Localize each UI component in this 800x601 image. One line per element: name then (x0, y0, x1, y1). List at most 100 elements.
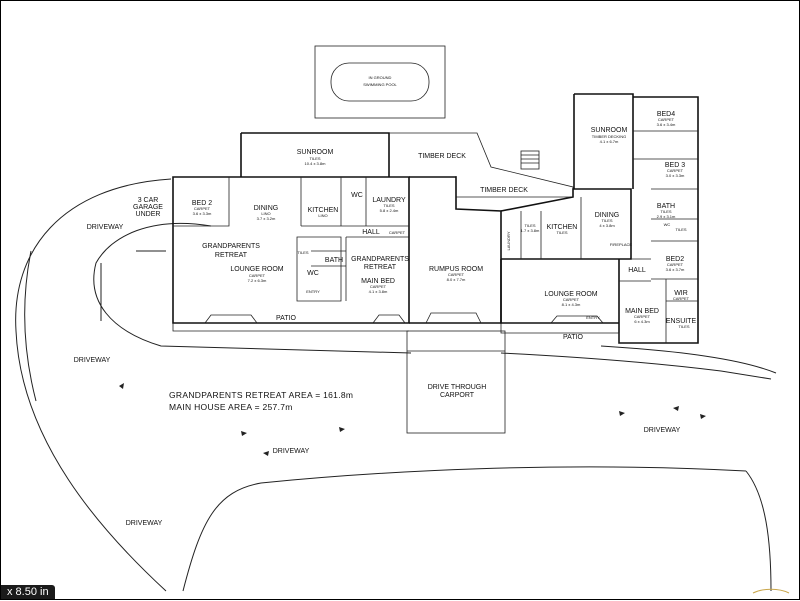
tiles-right-label: TILES (675, 227, 686, 232)
wir-floor: CARPET (673, 296, 690, 301)
carport-label-2: CARPORT (440, 392, 475, 399)
lounge-right-label: LOUNGE ROOM (544, 291, 597, 298)
bed2-right-label: BED2 (666, 256, 684, 263)
driveway-label-5: DRIVEWAY (126, 520, 163, 527)
kitchen-left-label: KITCHEN (308, 207, 339, 214)
kitchen-mid-label: KITCHEN (547, 224, 578, 231)
lounge-right-floor: CARPET (563, 297, 580, 302)
laundry-mid-size: 1.7 x 3.8m (521, 228, 540, 233)
bed3-size: 3.0 x 3.3m (666, 173, 685, 178)
wc-left-2-label: WC (307, 270, 319, 277)
sunroom-right-label: SUNROOM (591, 127, 628, 134)
lounge-left-label: LOUNGE ROOM (230, 266, 283, 273)
driveway-label-4: DRIVEWAY (644, 427, 681, 434)
ensuite-floor: TILES (678, 324, 689, 329)
laundry-mid-floor: TILES (524, 223, 535, 228)
bed4-label: BED4 (657, 111, 675, 118)
dining-right-size: 4 x 3.8m (599, 223, 615, 228)
main-bed-left-floor: CARPET (370, 284, 387, 289)
driveway-labels: DRIVEWAY DRIVEWAY DRIVEWAY DRIVEWAY DRIV… (74, 224, 681, 527)
pool-sub-label: IN GROUND (369, 75, 392, 80)
swimming-pool (314, 45, 446, 119)
pool-label: SWIMMING POOL (363, 82, 397, 87)
wir-label: WIR (674, 290, 688, 297)
hall-right-label: HALL (628, 267, 646, 274)
deck-stairs (520, 150, 540, 170)
rumpus-floor: CARPET (448, 272, 465, 277)
sunroom-right-size: 4.1 x 6.7m (600, 139, 619, 144)
driveway-label-3: DRIVEWAY (273, 448, 310, 455)
bed2-left-floor: CARPET (194, 206, 211, 211)
interior-partitions (173, 130, 698, 343)
bed4-floor: CARPET (658, 117, 675, 122)
driveway-label: DRIVEWAY (87, 224, 124, 231)
main-bed-left-size: 4.1 x 3.8m (369, 289, 388, 294)
driveway-label-2: DRIVEWAY (74, 357, 111, 364)
zoom-level-indicator[interactable]: x 8.50 in (1, 585, 55, 599)
patio-right-label: PATIO (563, 334, 584, 341)
bed2-right-floor: CARPET (667, 262, 684, 267)
retreat-area-note: GRANDPARENTS RETREAT AREA = 161.8m (169, 390, 353, 400)
bath-right-label: BATH (657, 203, 675, 210)
bed3-floor: CARPET (667, 168, 684, 173)
carport-label: DRIVE THROUGH (428, 384, 487, 391)
main-bed-left-label: MAIN BED (361, 278, 395, 285)
lounge-left-size: 7.2 x 6.3m (248, 278, 267, 283)
wc-left-label: WC (351, 192, 363, 199)
hall-carpet-label: CARPET (389, 230, 406, 235)
patio-strips (172, 323, 620, 343)
bath-right-size: 2.9 x 3.1m (657, 214, 676, 219)
bath-left-label: BATH (325, 257, 343, 264)
dining-right-floor: TILES (601, 218, 612, 223)
main-bed-right-size: 6 x 4.3m (634, 319, 650, 324)
ensuite-label: ENSUITE (666, 318, 697, 325)
scroll-handle-icon[interactable] (751, 587, 791, 595)
bath-right-floor: TILES (660, 209, 671, 214)
bed2-right-size: 3.6 x 3.7m (666, 267, 685, 272)
rumpus-size: 8.0 x 7.7m (447, 277, 466, 282)
kitchen-left-floor: LINO (318, 213, 327, 218)
wc-right-label: WC (664, 222, 671, 227)
lounge-right-size: 8.1 x 4.3m (562, 302, 581, 307)
timber-deck-label: TIMBER DECK (418, 153, 466, 160)
driveway-lines (15, 178, 777, 592)
sunroom-right-floor: TIMBER DECKING (592, 134, 626, 139)
gp-retreat-label: GRANDPARENTS (202, 243, 260, 250)
bed2-left-size: 3.6 x 3.3m (193, 211, 212, 216)
building-walls (172, 93, 699, 344)
hall-left-label: HALL (362, 229, 380, 236)
bed4-size: 3.6 x 3.4m (657, 122, 676, 127)
bed3-label: BED 3 (665, 162, 685, 169)
bed2-left-label: BED 2 (192, 200, 212, 207)
sunroom-size: 10.4 x 3.8m (305, 161, 327, 166)
main-bed-right-label: MAIN BED (625, 308, 659, 315)
dining-left-label: DINING (254, 205, 279, 212)
laundry-left-floor: TILES (383, 203, 394, 208)
sunroom-label: SUNROOM (297, 149, 334, 156)
bay-windows (204, 312, 604, 324)
laundry-left-label: LAUNDRY (372, 197, 406, 204)
entry-left-label: ENTRY (306, 289, 320, 294)
rumpus-label: RUMPUS ROOM (429, 266, 483, 273)
sunroom-floor: TILES (309, 156, 320, 161)
timber-deck-label-2: TIMBER DECK (480, 187, 528, 194)
kitchen-mid-floor: TILES (556, 230, 567, 235)
main-bed-right-floor: CARPET (634, 314, 651, 319)
garage-label: 3 CAR (138, 197, 159, 204)
patio-left-label: PATIO (276, 315, 297, 322)
gp-retreat2-label-2: RETREAT (364, 264, 397, 271)
fireplace-label: FIREPLACE (610, 242, 633, 247)
dining-right-label: DINING (595, 212, 620, 219)
room-labels: SUNROOM TILES 10.4 x 3.8m SUNROOM TIMBER… (133, 111, 696, 399)
tiles-left-label: TILES (297, 250, 308, 255)
gp-retreat2-label: GRANDPARENTS (351, 256, 409, 263)
main-house-area-note: MAIN HOUSE AREA = 257.7m (169, 402, 293, 412)
laundry-left-size: 5.8 x 2.4m (380, 208, 399, 213)
gp-retreat-label-2: RETREAT (215, 252, 248, 259)
entry-right-label: ENTRY (586, 315, 600, 320)
garage-label-3: UNDER (136, 211, 161, 218)
carport-outline (406, 330, 506, 434)
garage-label-2: GARAGE (133, 204, 163, 211)
